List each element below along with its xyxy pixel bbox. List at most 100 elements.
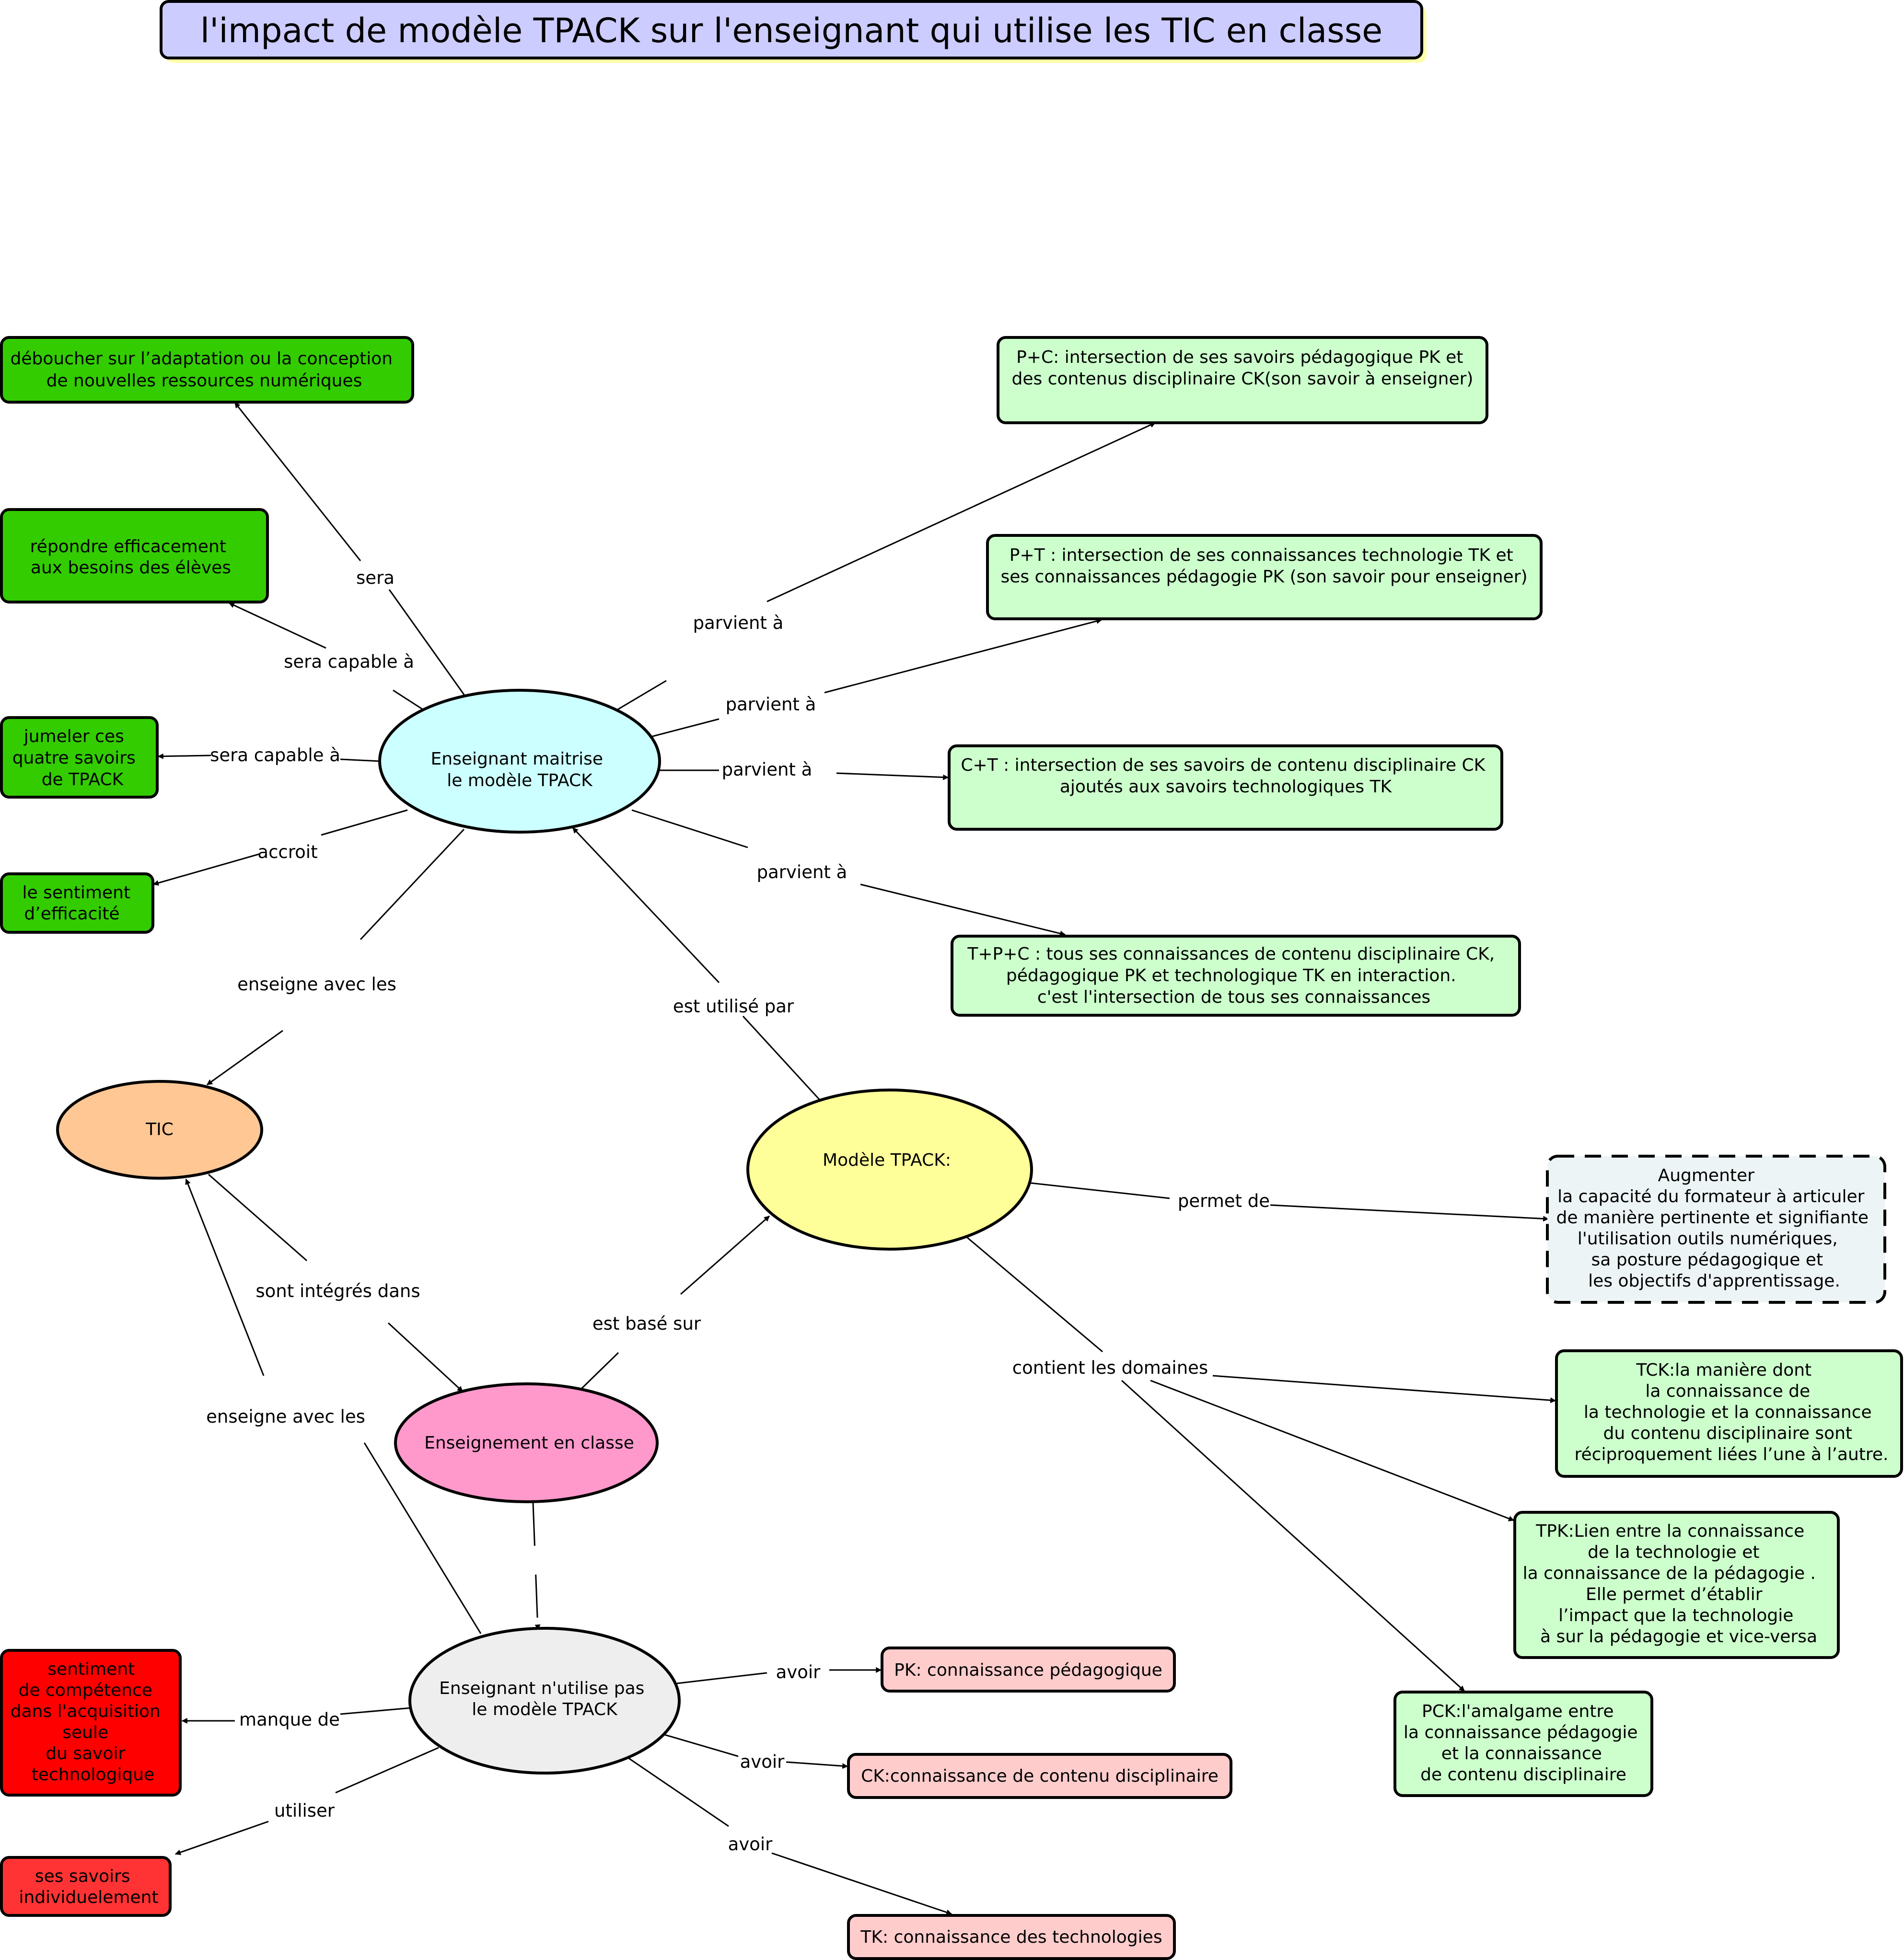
edge-nutilise-avoir1 [676, 1672, 767, 1684]
page-title: l'impact de modèle TPACK sur l'enseignan… [200, 11, 1383, 50]
node-ct-text: C+T : intersection de ses savoirs de con… [961, 755, 1490, 797]
node-sentiment-efficacite[interactable]: le sentiment d’efficacité [0, 872, 154, 934]
node-pc-text: P+C: intersection de ses savoirs pédagog… [1012, 348, 1474, 389]
edge-accroit-sentiment [152, 853, 259, 886]
node-enseignant-nutilise-text: Enseignant n'utilise pas le modèle TPACK [439, 1679, 650, 1719]
node-tck[interactable]: TCK:la manière dont la connaissance de l… [1555, 1349, 1903, 1478]
link-label: avoir [740, 1751, 785, 1772]
node-modele-tpack-text: Modèle TPACK: [823, 1150, 951, 1170]
node-pk[interactable]: PK: connaissance pédagogique [881, 1647, 1176, 1693]
edge-maitrise-sera [388, 589, 476, 710]
node-jumeler-text: jumeler ces quatre savoirs de TPACK [12, 727, 141, 789]
edge-modele-contient [967, 1237, 1103, 1353]
node-deboucher[interactable]: déboucher sur l’adaptation ou la concept… [0, 336, 414, 404]
link-label: enseigne avec les [237, 974, 396, 995]
node-tic-text: TIC [145, 1120, 174, 1139]
edge-maitrise-capable2 [340, 758, 380, 762]
title-box: l'impact de modèle TPACK sur l'enseignan… [160, 0, 1427, 63]
edge-enseigne1-tic [207, 1030, 283, 1086]
edge-enseignement-base [579, 1352, 619, 1391]
node-tk[interactable]: TK: connaissance des technologies [847, 1914, 1176, 1960]
node-repondre-text: répondre efficacement aux besoins des él… [30, 537, 232, 578]
edge-modele-utilise [742, 1015, 823, 1103]
edge-maitrise-enseigne1 [360, 828, 465, 940]
node-modele-tpack[interactable]: Modèle TPACK: [746, 1089, 1033, 1251]
link-label: manque de [239, 1709, 340, 1730]
link-label: parvient à [722, 759, 813, 780]
node-ct[interactable]: C+T : intersection de ses savoirs de con… [948, 744, 1503, 831]
edge-parvient3-ct [836, 772, 949, 780]
edge-parvient1-pc [766, 422, 1156, 603]
node-deboucher-text: déboucher sur l’adaptation ou la concept… [11, 349, 398, 391]
edge-nutilise-enseigne2 [363, 1442, 482, 1634]
edge-capable1-repondre [228, 602, 326, 649]
node-enseignement-classe-text: Enseignement en classe [424, 1433, 634, 1453]
edge-sera-deboucher [234, 402, 361, 561]
link-label: permet de [1178, 1191, 1270, 1211]
node-savoirs-individuel-text: ses savoirs individuelement [19, 1867, 158, 1907]
node-enseignant-nutilise[interactable]: Enseignant n'utilise pas le modèle TPACK [408, 1627, 681, 1774]
node-pck[interactable]: PCK:l'amalgame entre la connaissance péd… [1393, 1691, 1653, 1797]
edge-utilise-maitrise [572, 827, 720, 984]
link-labels: sera sera capable à sera capable à accro… [206, 568, 1270, 1855]
node-sentiment-competence[interactable]: sentiment de compétence dans l'acquisiti… [0, 1649, 182, 1797]
link-label: accroit [257, 842, 317, 862]
link-label: sont intégrés dans [255, 1281, 420, 1301]
link-label: utiliser [274, 1800, 335, 1821]
link-label: parvient à [693, 613, 784, 633]
node-augmenter[interactable]: Augmenter la capacité du formateur à art… [1546, 1155, 1886, 1304]
node-enseignement-classe[interactable]: Enseignement en classe [394, 1382, 659, 1503]
node-tk-text: TK: connaissance des technologies [860, 1927, 1162, 1947]
edge-base-modele [680, 1215, 770, 1295]
edge-maitrise-parvient2 [639, 718, 720, 741]
link-label: parvient à [757, 862, 848, 882]
edge-integres-enseignement [387, 1322, 464, 1392]
node-jumeler[interactable]: jumeler ces quatre savoirs de TPACK [0, 716, 159, 799]
link-label: avoir [728, 1834, 773, 1855]
node-pk-text: PK: connaissance pédagogique [894, 1660, 1162, 1680]
link-label: avoir [776, 1662, 821, 1682]
edge-tic-integres [208, 1173, 307, 1262]
title-shape [160, 0, 1423, 59]
edge-nutilise-manque [340, 1707, 412, 1715]
edge-enseignement-nutilise [532, 1502, 541, 1631]
link-label: est utilisé par [673, 996, 794, 1017]
edge-nutilise-avoir2 [662, 1733, 739, 1757]
node-pt-text: P+T : intersection de ses connaissances … [1000, 545, 1527, 587]
node-enseignant-maitrise-text: Enseignant maitrise le modèle TPACK [431, 749, 609, 790]
node-tpk[interactable]: TPK:Lien entre la connaissance de la tec… [1513, 1511, 1840, 1659]
node-augmenter-text: Augmenter la capacité du formateur à art… [1556, 1166, 1874, 1291]
edge-maitrise-accroit [321, 809, 408, 836]
node-ck[interactable]: CK:connaissance de contenu disciplinaire [847, 1753, 1232, 1799]
edge-modele-permet [1030, 1182, 1170, 1199]
edge-parvient4-tpc [860, 883, 1066, 937]
edge-avoir3-tk [771, 1852, 952, 1915]
edge-permet-augmenter [1270, 1204, 1549, 1222]
edge-capable2-jumeler [157, 753, 211, 759]
node-ck-text: CK:connaissance de contenu disciplinaire [861, 1766, 1219, 1786]
node-tpc[interactable]: T+P+C : tous ses connaissances de conten… [951, 935, 1521, 1017]
node-tpc-text: T+P+C : tous ses connaissances de conten… [967, 944, 1500, 1007]
node-sentiment-efficacite-text: le sentiment d’efficacité [22, 883, 136, 924]
node-pck-text: PCK:l'amalgame entre la connaissance péd… [1404, 1702, 1643, 1785]
node-tck-text: TCK:la manière dont la connaissance de l… [1575, 1360, 1889, 1464]
node-pc[interactable]: P+C: intersection de ses savoirs pédagog… [997, 336, 1488, 424]
edge-avoir2-ck [786, 1761, 848, 1769]
node-pt[interactable]: P+T : intersection de ses connaissances … [986, 534, 1543, 620]
edge-contient-pck [1121, 1380, 1465, 1692]
edge-nutilise-avoir3 [627, 1757, 729, 1827]
link-label: sera capable à [284, 651, 414, 672]
node-tic[interactable]: TIC [56, 1080, 263, 1180]
node-repondre[interactable]: répondre efficacement aux besoins des él… [0, 508, 269, 603]
edge-contient-tpk [1150, 1380, 1515, 1521]
link-label: sera capable à [210, 745, 340, 765]
link-label: sera [356, 568, 395, 588]
node-savoirs-individuel[interactable]: ses savoirs individuelement [0, 1856, 172, 1917]
node-enseignant-maitrise[interactable]: Enseignant maitrise le modèle TPACK [378, 689, 661, 834]
edge-nutilise-utiliser [335, 1747, 439, 1794]
link-label: parvient à [726, 694, 816, 715]
edge-maitrise-parvient4 [631, 809, 748, 848]
edge-contient-tck [1212, 1375, 1556, 1403]
edge-enseigne2-tic [185, 1178, 265, 1376]
node-tpk-text: TPK:Lien entre la connaissance de la tec… [1523, 1521, 1822, 1647]
